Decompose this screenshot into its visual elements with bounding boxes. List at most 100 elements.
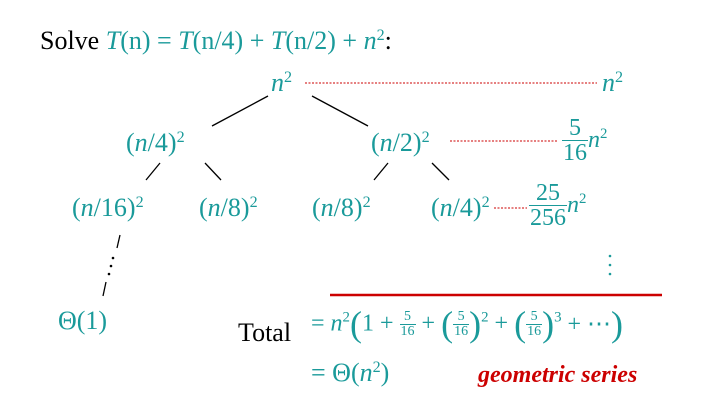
rec-eq: = — [150, 26, 179, 55]
tree-leaf: Θ(1) — [58, 306, 108, 335]
node-n: n — [207, 193, 221, 222]
coef-num: 5 — [569, 115, 581, 141]
total-label: Total — [238, 318, 292, 347]
sum-exp: 2 — [579, 190, 587, 207]
sum-exp: 2 — [615, 69, 624, 87]
rec-lhs: T — [105, 26, 121, 55]
edge-leaf-top — [116, 234, 121, 249]
paren-close: ) — [469, 304, 482, 344]
node-rest: /2) — [392, 128, 422, 157]
root-base: n — [271, 68, 284, 97]
rec-term2: T — [270, 26, 286, 55]
root-exp: 2 — [284, 69, 293, 87]
total-eq: = — [311, 310, 325, 337]
sum-exp: 2 — [600, 125, 608, 142]
total-plus: + — [421, 310, 436, 337]
rec-term1: T — [178, 26, 193, 55]
node-n: n — [134, 128, 148, 157]
total-ellipsis: + ⋯ — [567, 311, 612, 338]
result-eq: = Θ( — [311, 358, 360, 387]
result-close: ) — [380, 358, 390, 387]
vertical-ellipsis-right — [608, 254, 612, 276]
node-rest: /4) — [147, 128, 177, 157]
node-open: ( — [72, 193, 81, 222]
node-open: ( — [371, 128, 380, 157]
node-open: ( — [126, 128, 135, 157]
rec-term1-arg: (n/4) — [192, 26, 244, 55]
pow-2: 2 — [481, 309, 489, 326]
tree-node-l2-2: (n/8)2 — [312, 193, 371, 223]
frac-den: 16 — [453, 323, 470, 339]
total-one: 1 — [361, 310, 374, 337]
node-n: n — [320, 193, 334, 222]
title-colon: : — [384, 26, 392, 55]
total-open-paren: ( — [349, 304, 362, 344]
frac-num: 5 — [457, 308, 465, 324]
result-exp: 2 — [372, 359, 381, 377]
node-exp: 2 — [421, 129, 430, 147]
paren-open: ( — [441, 304, 454, 344]
node-n: n — [379, 128, 393, 157]
node-open: ( — [199, 193, 208, 222]
node-exp: 2 — [249, 194, 258, 212]
node-n: n — [439, 193, 453, 222]
vertical-ellipsis-left — [107, 256, 115, 276]
result-n: n — [359, 358, 373, 387]
node-exp: 2 — [481, 194, 490, 212]
rec-lhs-arg: (n) — [120, 26, 151, 55]
edge-l1-right-a — [373, 162, 389, 181]
tree-node-l1-right: (n/2)2 — [371, 128, 430, 158]
pow-3: 3 — [554, 309, 562, 326]
node-rest: /8) — [333, 193, 363, 222]
tree-node-l2-0: (n/16)2 — [72, 193, 144, 223]
total-n: n — [330, 310, 343, 337]
frac-den: 16 — [526, 323, 543, 339]
geometric-series-label: geometric series — [478, 362, 638, 388]
frac-num: 5 — [404, 308, 412, 324]
rec-term2-arg: (n/2) — [285, 26, 336, 55]
total-plus: + — [494, 310, 509, 337]
rec-plus1: + — [243, 26, 271, 55]
node-exp: 2 — [135, 194, 144, 212]
edge-leaf-bottom — [102, 281, 107, 297]
rec-exp: 2 — [376, 27, 385, 45]
total-exp: 2 — [342, 309, 350, 326]
coef-den: 256 — [529, 205, 567, 231]
edge-l1-left-b — [204, 162, 222, 181]
title-prefix: Solve — [40, 26, 106, 55]
sum-base: n — [588, 127, 600, 153]
edge-l1-left-a — [145, 162, 161, 181]
node-exp: 2 — [176, 129, 185, 147]
node-rest: /4) — [452, 193, 482, 222]
level-sum-0: n2 — [602, 68, 623, 98]
sum-base: n — [567, 192, 579, 218]
node-open: ( — [431, 193, 440, 222]
edge-root-left — [211, 95, 269, 127]
tree-node-l1-left: (n/4)2 — [126, 128, 185, 158]
coef-den: 16 — [562, 140, 588, 166]
total-close-paren: ) — [611, 304, 624, 344]
frac-num: 5 — [530, 308, 538, 324]
edge-l1-right-b — [431, 162, 450, 181]
tree-root: n2 — [271, 68, 292, 98]
total-result: = Θ(n2) — [311, 358, 389, 388]
problem-statement: Solve T(n) = T(n/4) + T(n/2) + n2: — [40, 26, 392, 56]
node-exp: 2 — [362, 194, 371, 212]
node-rest: /8) — [220, 193, 250, 222]
total-plus: + — [379, 310, 394, 337]
node-rest: /16) — [93, 193, 136, 222]
node-n: n — [80, 193, 94, 222]
paren-close: ) — [542, 304, 555, 344]
frac-den: 16 — [399, 323, 416, 339]
rec-plus2: + — [335, 26, 364, 55]
tree-node-l2-1: (n/8)2 — [199, 193, 258, 223]
